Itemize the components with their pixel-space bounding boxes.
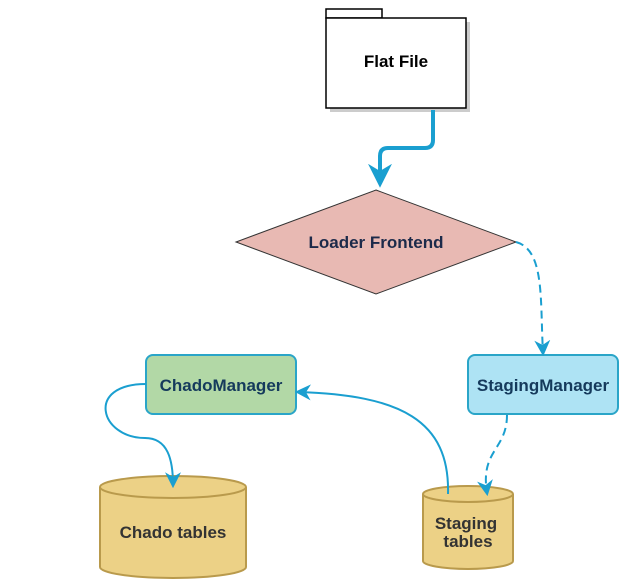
connector-chadomanager-to-chadotables bbox=[104, 383, 181, 489]
loader-frontend-diamond bbox=[234, 189, 518, 295]
connector-stagingtables-to-chadomanager bbox=[294, 384, 450, 495]
flat-file-tab bbox=[325, 8, 383, 19]
staging-tables-cylinder-top bbox=[422, 485, 514, 503]
connector-flatfile-to-loader bbox=[368, 110, 435, 188]
staging-tables-label-line2: tables bbox=[443, 532, 492, 551]
connector-stagingmanager-to-stagingtables bbox=[477, 414, 508, 497]
flat-file-label: Flat File bbox=[364, 52, 428, 71]
staging-manager-node: StagingManager bbox=[467, 354, 619, 415]
chado-tables-label: Chado tables bbox=[120, 523, 227, 542]
connector-loader-to-stagingmanager bbox=[515, 241, 551, 357]
staging-tables-node: Staging tables bbox=[422, 485, 514, 570]
flat-file-body bbox=[325, 17, 467, 109]
loader-frontend-label: Loader Frontend bbox=[308, 233, 443, 252]
flat-file-node: Flat File bbox=[325, 8, 470, 112]
chado-manager-node: ChadoManager bbox=[145, 354, 297, 415]
chado-tables-node: Chado tables bbox=[99, 475, 247, 579]
chado-manager-label: ChadoManager bbox=[160, 376, 283, 395]
chado-tables-cylinder-body bbox=[99, 487, 247, 579]
staging-tables-cylinder-body bbox=[422, 494, 514, 570]
staging-manager-label: StagingManager bbox=[477, 376, 610, 395]
loader-frontend-node: Loader Frontend bbox=[234, 189, 518, 295]
staging-tables-label-line1: Staging bbox=[435, 514, 497, 533]
